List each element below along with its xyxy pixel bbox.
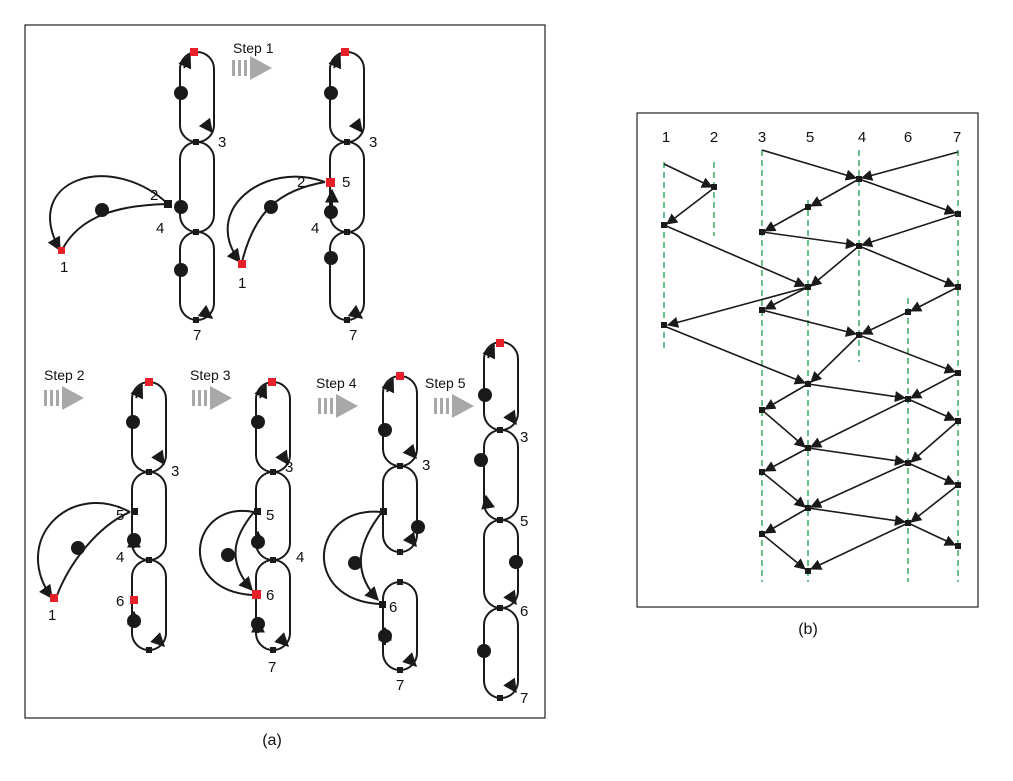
panel-b-caption: (b) xyxy=(798,621,818,638)
node-label: 2 xyxy=(150,187,158,204)
node-label: 5 xyxy=(520,513,528,530)
config-step5-nodes xyxy=(474,339,523,701)
column-label: 4 xyxy=(858,129,866,146)
step-label: Step 1 xyxy=(233,40,274,56)
step-arrow-icon xyxy=(232,56,272,80)
config-initial-nodes xyxy=(58,48,199,323)
node-label: 3 xyxy=(369,134,377,151)
node-label: 1 xyxy=(48,607,56,624)
config-step3 xyxy=(199,381,291,651)
timelines xyxy=(663,150,959,582)
node-label: 7 xyxy=(349,327,357,344)
node-label: 1 xyxy=(238,275,246,292)
node-label: 7 xyxy=(268,659,276,676)
node-label: 3 xyxy=(171,463,179,480)
node-label: 5 xyxy=(342,174,350,191)
step-arrow-icon xyxy=(318,394,358,418)
column-label: 1 xyxy=(662,129,670,146)
node-label: 4 xyxy=(156,220,164,237)
config-step4 xyxy=(323,375,418,671)
config-step1-nodes xyxy=(238,48,350,323)
node-label: 5 xyxy=(116,507,124,524)
node-label: 6 xyxy=(116,593,124,610)
panel-a-frame xyxy=(24,24,546,719)
column-label: 3 xyxy=(758,129,766,146)
transition-arrows xyxy=(663,149,959,570)
node-label: 4 xyxy=(311,220,319,237)
node-label: 7 xyxy=(193,327,201,344)
config-step3-nodes xyxy=(221,378,276,653)
node-label: 4 xyxy=(116,549,124,566)
step-arrow-icon xyxy=(192,386,232,410)
config-step2-nodes xyxy=(50,378,153,653)
panel-b: 1 2 3 5 4 6 7 xyxy=(636,112,979,638)
step-label: Step 5 xyxy=(425,375,466,391)
node-label: 6 xyxy=(266,587,274,604)
panel-a-caption: (a) xyxy=(262,732,282,749)
node-label: 3 xyxy=(218,134,226,151)
step-label: Step 4 xyxy=(316,375,357,391)
column-label: 5 xyxy=(806,129,814,146)
step-arrow-icon xyxy=(434,394,474,418)
step-arrow-icon xyxy=(44,386,84,410)
node-label: 2 xyxy=(297,174,305,191)
panel-b-frame xyxy=(636,112,979,608)
step-label: Step 3 xyxy=(190,367,231,383)
timeline-nodes xyxy=(661,176,961,574)
panel-a: 3 2 4 1 7 Step 1 xyxy=(24,24,546,749)
step-label: Step 2 xyxy=(44,367,85,383)
config-initial xyxy=(47,51,215,321)
node-label: 1 xyxy=(60,259,68,276)
node-label: 3 xyxy=(520,429,528,446)
node-label: 7 xyxy=(396,677,404,694)
node-label: 6 xyxy=(520,603,528,620)
node-label: 3 xyxy=(422,457,430,474)
column-label: 7 xyxy=(953,129,961,146)
column-label: 6 xyxy=(904,129,912,146)
node-label: 6 xyxy=(389,599,397,616)
node-label: 4 xyxy=(296,549,304,566)
node-label: 7 xyxy=(520,690,528,707)
config-step2 xyxy=(37,381,167,651)
column-label: 2 xyxy=(710,129,718,146)
node-label: 5 xyxy=(266,507,274,524)
config-step4-nodes xyxy=(348,372,425,673)
node-label: 3 xyxy=(285,459,293,476)
